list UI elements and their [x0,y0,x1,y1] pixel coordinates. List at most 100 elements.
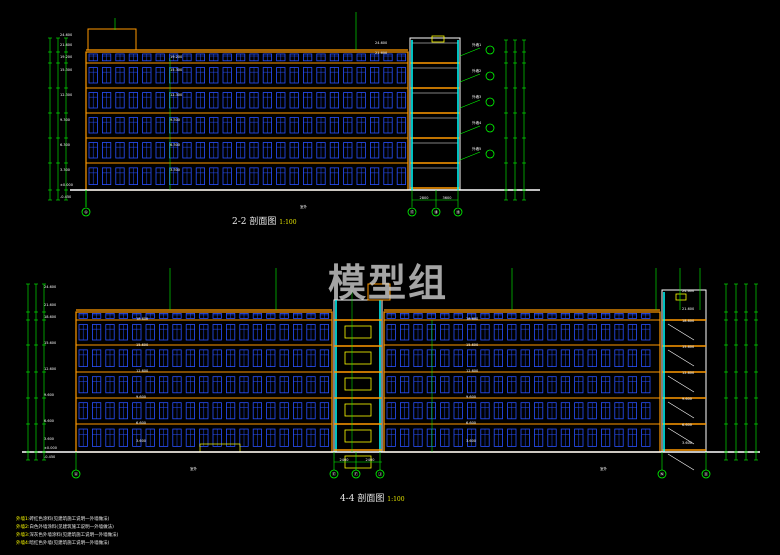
callout-label: 外墙4 [472,120,482,125]
elevation-label: 6.600 [44,419,54,423]
small-label: 室外 [600,466,608,471]
section-2-title-num: 2-2 [232,217,247,227]
elevation-label: 12.300 [60,93,72,97]
elevation-label: 9.300 [170,118,180,122]
elevation-label: 24.600 [375,41,387,45]
elevation-label: 24.600 [44,285,56,289]
section-4-title: 4-4 剖面图 1:100 [340,491,405,504]
stair-window [344,403,372,417]
roof-cap [675,293,687,301]
dimension-text: 3600 [443,196,452,200]
callout-leader [459,73,481,83]
axis-bubble [81,207,91,217]
elevation-label: ±0.000 [60,183,73,187]
notes-legend: 外墙1:砖红色涂料(见建筑施工说明一外墙做法) 外墙2:白色外墙涂料(见建筑施工… [16,516,118,548]
axis-bubble [351,469,361,479]
callout-bubble [485,97,495,107]
axis-bubble [431,207,441,217]
elevation-label: 6.600 [466,421,476,425]
callout-label: 外墙3 [472,94,481,99]
axis-label: Ⓙ [378,471,382,477]
callout-bubble [485,149,495,159]
dimension-text: 2400 [340,458,349,462]
section-4-title-num: 4-4 [340,494,355,504]
elevation-label: 24.600 [682,289,694,293]
roof-stair-house [367,283,391,301]
watermark-text: 模型组 [328,261,449,305]
stair-window [344,351,372,365]
section-2-2: 24.60021.60019.20015.30012.3009.3006.300… [48,12,540,217]
elevation-label: 12.600 [136,369,148,373]
callout-label: 外墙2 [472,68,481,73]
dimension-text: 2800 [420,196,429,200]
section-2-title: 2-2 剖面图 1:100 [232,214,297,227]
stair-window [344,377,372,391]
elevation-label: ±0.000 [44,446,57,450]
elevation-label: 15.300 [60,68,72,72]
section-4-4: 24.600 21.600 18.600 15.600 12.600 9.600 6.600… [22,268,760,479]
stair-window [344,429,372,443]
axis-label: Ⓝ [660,471,664,477]
elevation-label: 9.600 [44,393,54,397]
callout-label: 外墙1 [472,42,481,47]
elevation-label: 3.300 [60,168,70,172]
elevation-label: 3.300 [170,168,180,172]
elevation-label: 9.600 [466,395,476,399]
elevation-label: 21.600 [375,51,387,55]
axis-bubble [329,469,339,479]
elevation-label: 6.600 [136,421,146,425]
callout-bubble [485,123,495,133]
axis-label: Ⓐ [74,471,78,477]
elevation-label: 15.600 [682,345,694,349]
axis-bubble [453,207,463,217]
stair-flight [667,427,695,445]
elevation-label: 9.600 [136,395,146,399]
callout-leader [459,47,481,57]
section-4-title-text: 剖面图 [357,494,385,504]
note-line: 外墙4:暗红色外墙(见建筑施工说明一外墙做法) [16,541,110,546]
roof-cap [431,35,445,43]
callout-leader [459,99,481,109]
elevation-label: 12.600 [682,371,694,375]
elevation-label: 3.600 [682,441,692,445]
elevation-label: 15.300 [170,68,182,72]
stair-flight [667,453,695,471]
small-label: 室外 [190,466,197,471]
axis-label: Ⓞ [704,471,708,477]
small-label: 室外 [300,204,308,209]
axis-bubble [657,469,667,479]
elevation-label: 6.600 [682,423,692,427]
elevation-label: -0.450 [44,455,55,459]
elevation-label: 18.600 [682,319,694,323]
axis-label: Ⓕ [354,471,358,477]
axis-bubble [71,469,81,479]
elevation-label: 19.200 [170,55,182,59]
elevation-label: 12.600 [466,369,478,373]
axis-label: ① [84,210,88,215]
elevation-label: -0.450 [60,195,71,199]
elevation-label: 21.600 [44,303,56,307]
callout-bubble [485,45,495,55]
axis-label: Ⓔ [332,471,336,477]
stair-flight [667,375,695,393]
elevation-label: 3.600 [466,439,476,443]
axis-label: ⑲ [456,209,460,215]
elevation-label: 21.600 [60,43,72,47]
note-line: 外墙1:砖红色涂料(见建筑施工说明一外墙做法) [16,517,110,522]
section-2-title-scale: 1:100 [279,219,297,226]
note-line: 外墙3:深灰色外墙涂料(见建筑施工说明一外墙做法) [16,533,119,538]
callout-leader [459,151,481,161]
callout-leader [459,125,481,135]
section-2-title-text: 剖面图 [249,217,277,227]
elevation-label: 19.200 [60,55,72,59]
elevation-label: 24.600 [60,33,72,37]
section-4-title-scale: 1:100 [387,496,405,503]
roof-stair-house [87,28,137,51]
elevation-label: 9.600 [682,397,692,401]
elevation-label: 3.600 [136,439,146,443]
elevation-label: 18.600 [44,315,56,319]
elevation-label: 3.600 [44,437,54,441]
axis-bubble [375,469,385,479]
elevation-label: 12.600 [44,367,56,371]
